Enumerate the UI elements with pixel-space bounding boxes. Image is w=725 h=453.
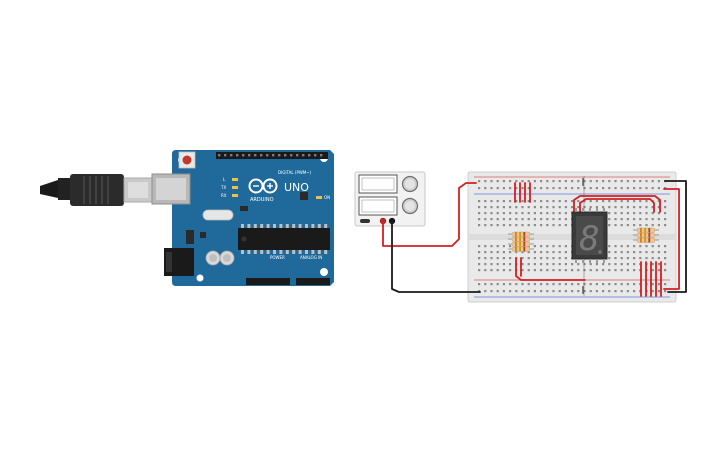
power-switch[interactable]	[360, 219, 370, 223]
reset-button[interactable]	[178, 151, 196, 169]
wire-right-black	[664, 180, 687, 293]
display-digit: 8	[579, 219, 599, 259]
wire-red-supply	[382, 182, 477, 247]
crystal-oscillator	[202, 209, 234, 221]
led-label-l: L	[223, 177, 226, 182]
arduino-brand-label: ARDUINO	[250, 197, 274, 203]
digital-header-label: DIGITAL (PWM~)	[278, 170, 312, 175]
power-header-label: POWER	[270, 255, 285, 260]
seven-segment-display[interactable]: 8	[571, 208, 608, 263]
power-pin-header[interactable]	[246, 278, 290, 285]
arduino-uno-board[interactable]: L TX RX ON ARDUINO UNO DIGITAL (PWM~) PO…	[151, 150, 334, 286]
led-label-tx: TX	[220, 185, 226, 190]
on-label: ON	[324, 195, 330, 200]
current-knob[interactable]	[401, 197, 419, 215]
digital-pin-holes	[218, 154, 323, 157]
led-label-rx: RX	[221, 193, 227, 198]
wires[interactable]	[382, 180, 687, 297]
usb-cable[interactable]	[40, 174, 153, 206]
wire-right-red	[663, 188, 680, 290]
power-jack	[164, 248, 194, 276]
analog-pin-header[interactable]	[296, 278, 330, 285]
atmega-chip	[238, 224, 330, 254]
voltage-knob[interactable]	[401, 175, 419, 193]
wire-black-supply	[391, 221, 481, 293]
analog-header-label: ANALOG IN	[300, 255, 322, 260]
power-supply[interactable]	[354, 171, 426, 227]
capacitors	[205, 250, 235, 266]
uno-label: UNO	[284, 181, 309, 194]
arduino-logo-icon	[248, 178, 278, 194]
resistors[interactable]	[508, 227, 659, 252]
